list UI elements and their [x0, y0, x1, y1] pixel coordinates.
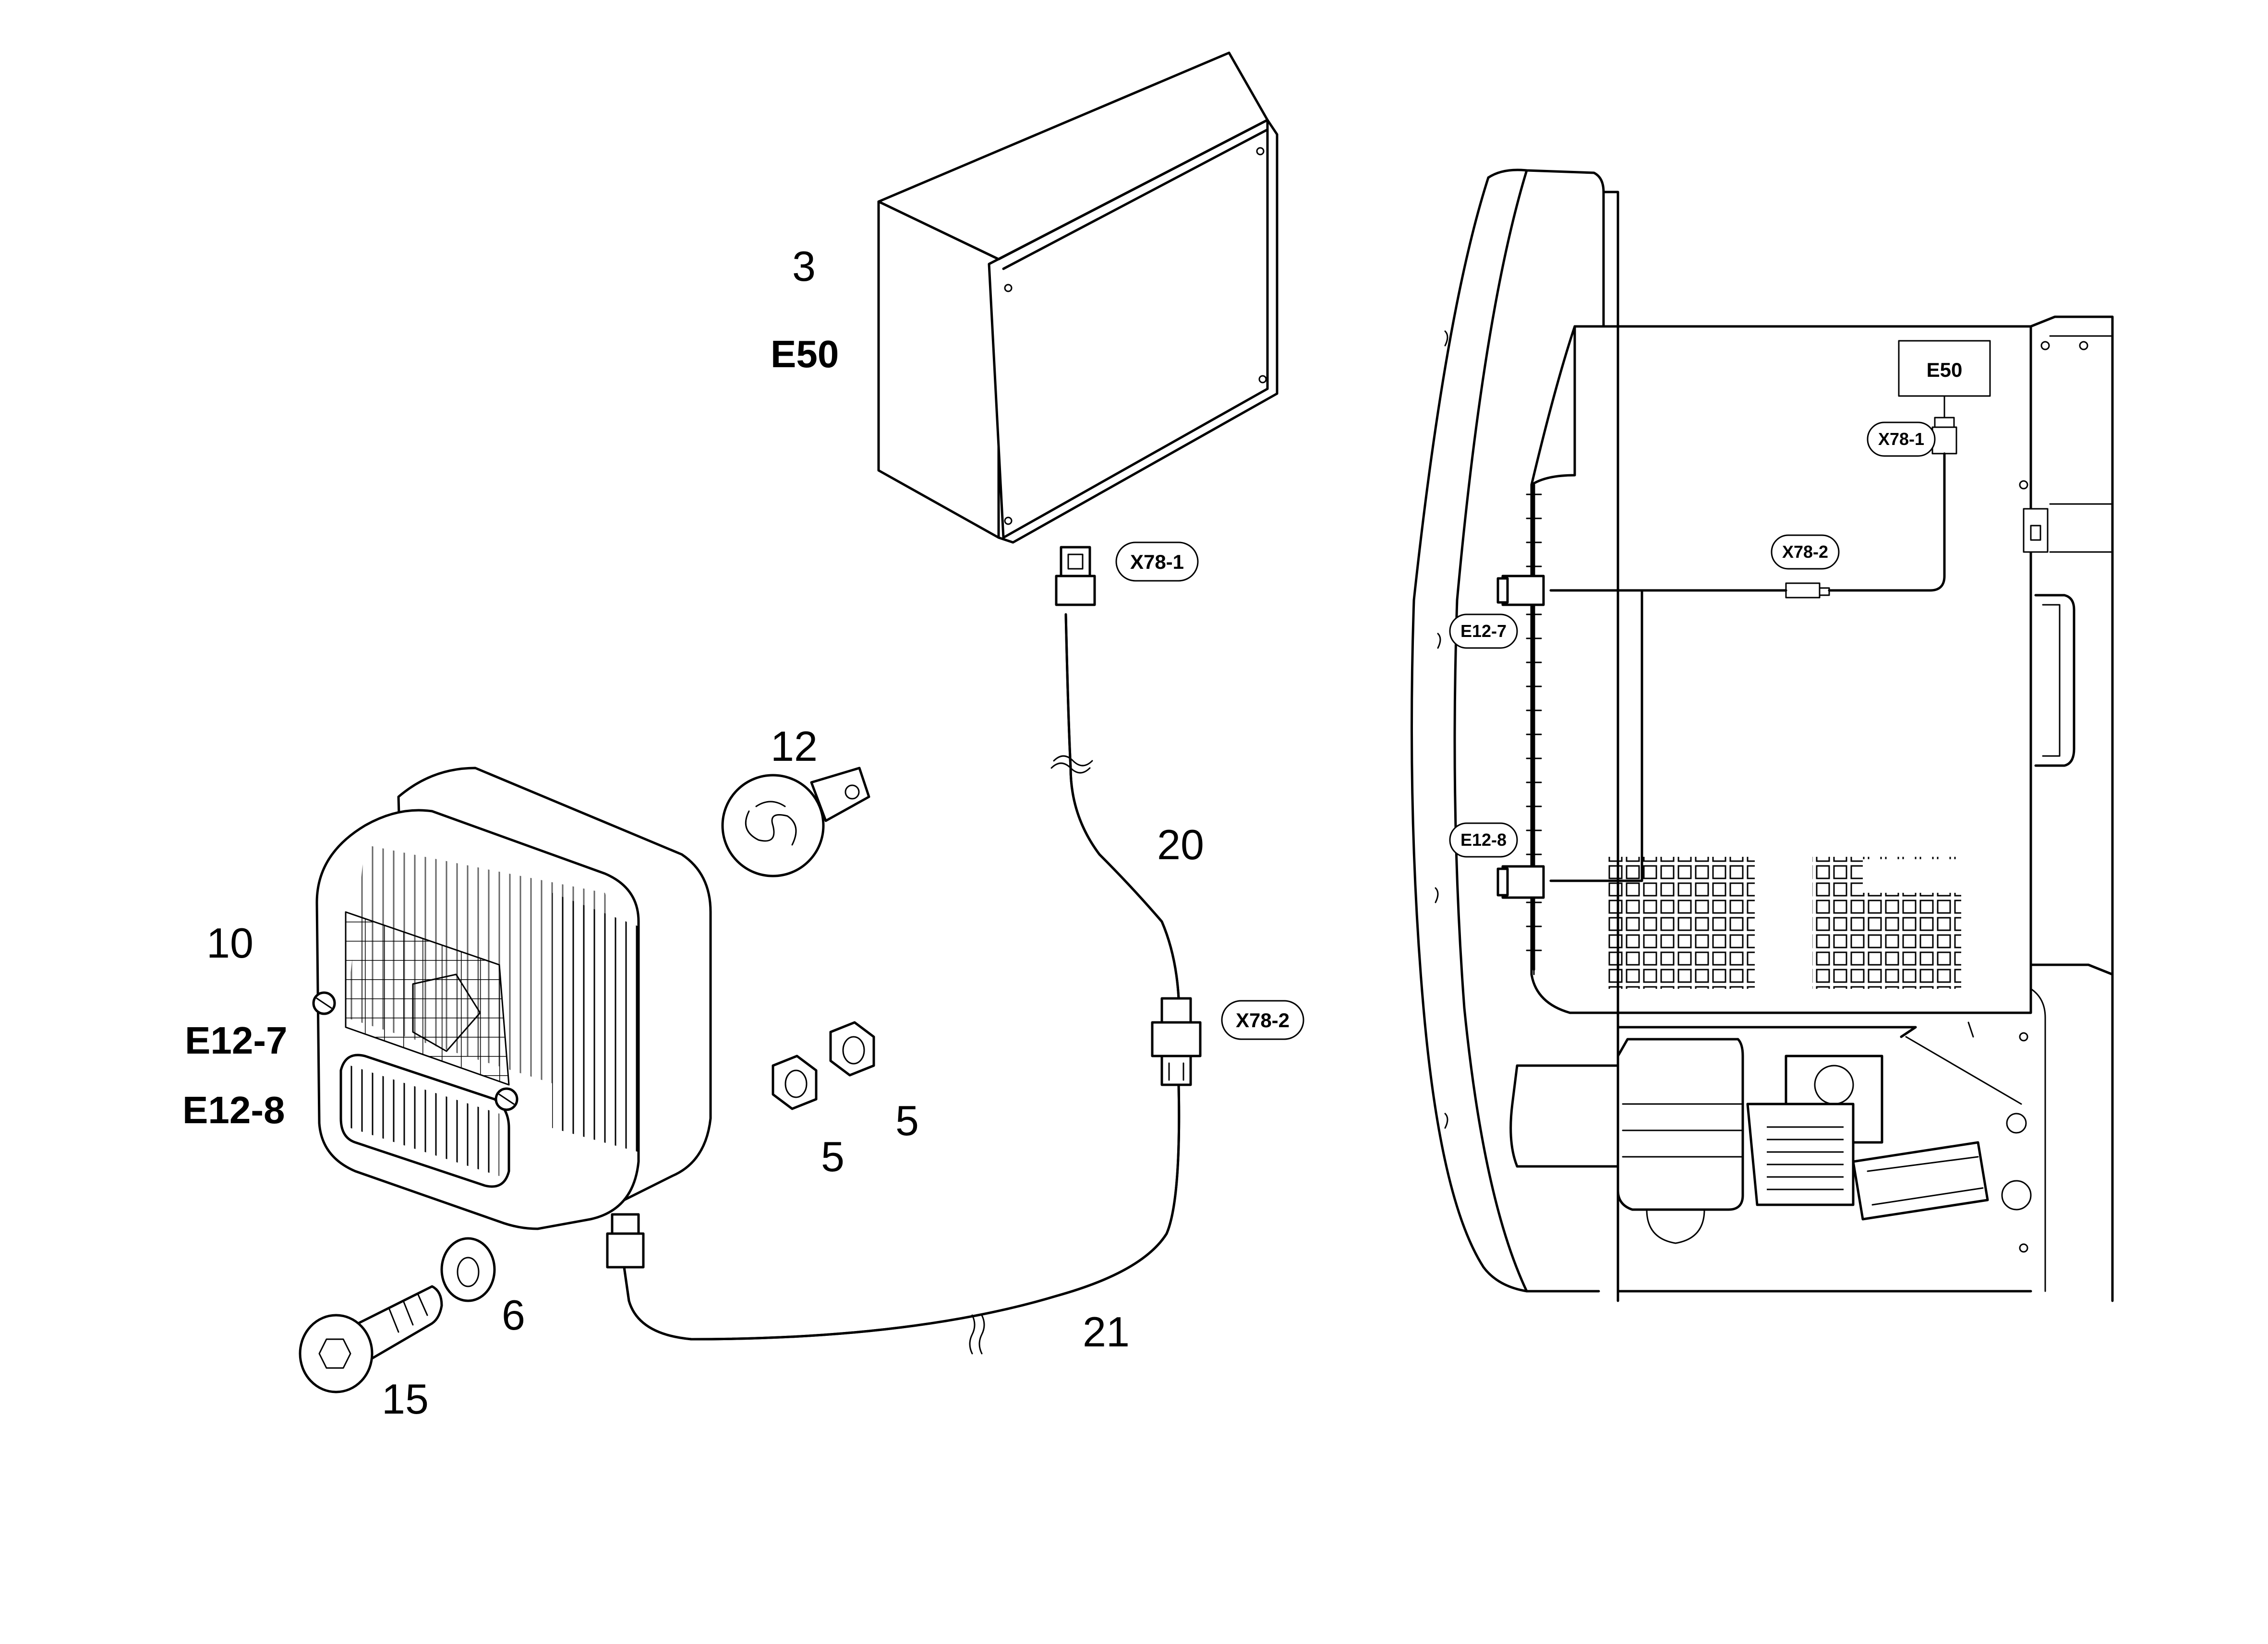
cable-harness [606, 546, 1202, 1355]
tag-x78-2: X78-2 [1221, 1000, 1304, 1040]
tag-x78-1: X78-1 [1115, 541, 1199, 582]
cable-lower-part-number: 21 [1083, 1308, 1130, 1356]
nut-a-part-number: 5 [821, 1133, 844, 1180]
tag-x78-1-text: X78-1 [1130, 551, 1184, 573]
bulb-icon [721, 767, 870, 877]
vehicle-tag-x78-2: X78-2 [1771, 534, 1840, 570]
washer [440, 1237, 496, 1302]
lamp-part-number: 10 [206, 919, 253, 967]
control-box-ref: E50 [771, 333, 839, 375]
nut-b-part-number: 5 [895, 1097, 919, 1144]
lamp-ref-e12-7: E12-7 [185, 1019, 287, 1062]
vehicle-cab-view: E50 [1411, 168, 2114, 1302]
work-lamp [312, 767, 712, 1230]
vehicle-tag-e12-7-text: E12-7 [1460, 621, 1507, 641]
washer-part-number: 6 [502, 1291, 525, 1339]
vehicle-tag-e12-8: E12-8 [1449, 822, 1518, 858]
nut-a [772, 1055, 818, 1110]
lamp-ref-e12-8: E12-8 [182, 1089, 285, 1131]
vehicle-tag-e12-8-text: E12-8 [1460, 830, 1507, 850]
bulb-part-number: 12 [771, 722, 818, 770]
vehicle-tag-x78-1: X78-1 [1867, 421, 1936, 457]
control-box-part-number: 3 [792, 242, 816, 290]
vehicle-tag-e12-7: E12-7 [1449, 613, 1518, 649]
bolt-part-number: 15 [382, 1375, 429, 1423]
cable-upper-part-number: 20 [1157, 821, 1204, 868]
nut-b [829, 1021, 875, 1077]
bolt [299, 1285, 443, 1393]
control-box-e50 [877, 51, 1279, 544]
tag-x78-2-text: X78-2 [1236, 1009, 1290, 1032]
vehicle-tag-x78-2-text: X78-2 [1782, 542, 1828, 562]
vehicle-tag-x78-1-text: X78-1 [1878, 429, 1924, 449]
vehicle-e50-label: E50 [1927, 359, 1963, 381]
